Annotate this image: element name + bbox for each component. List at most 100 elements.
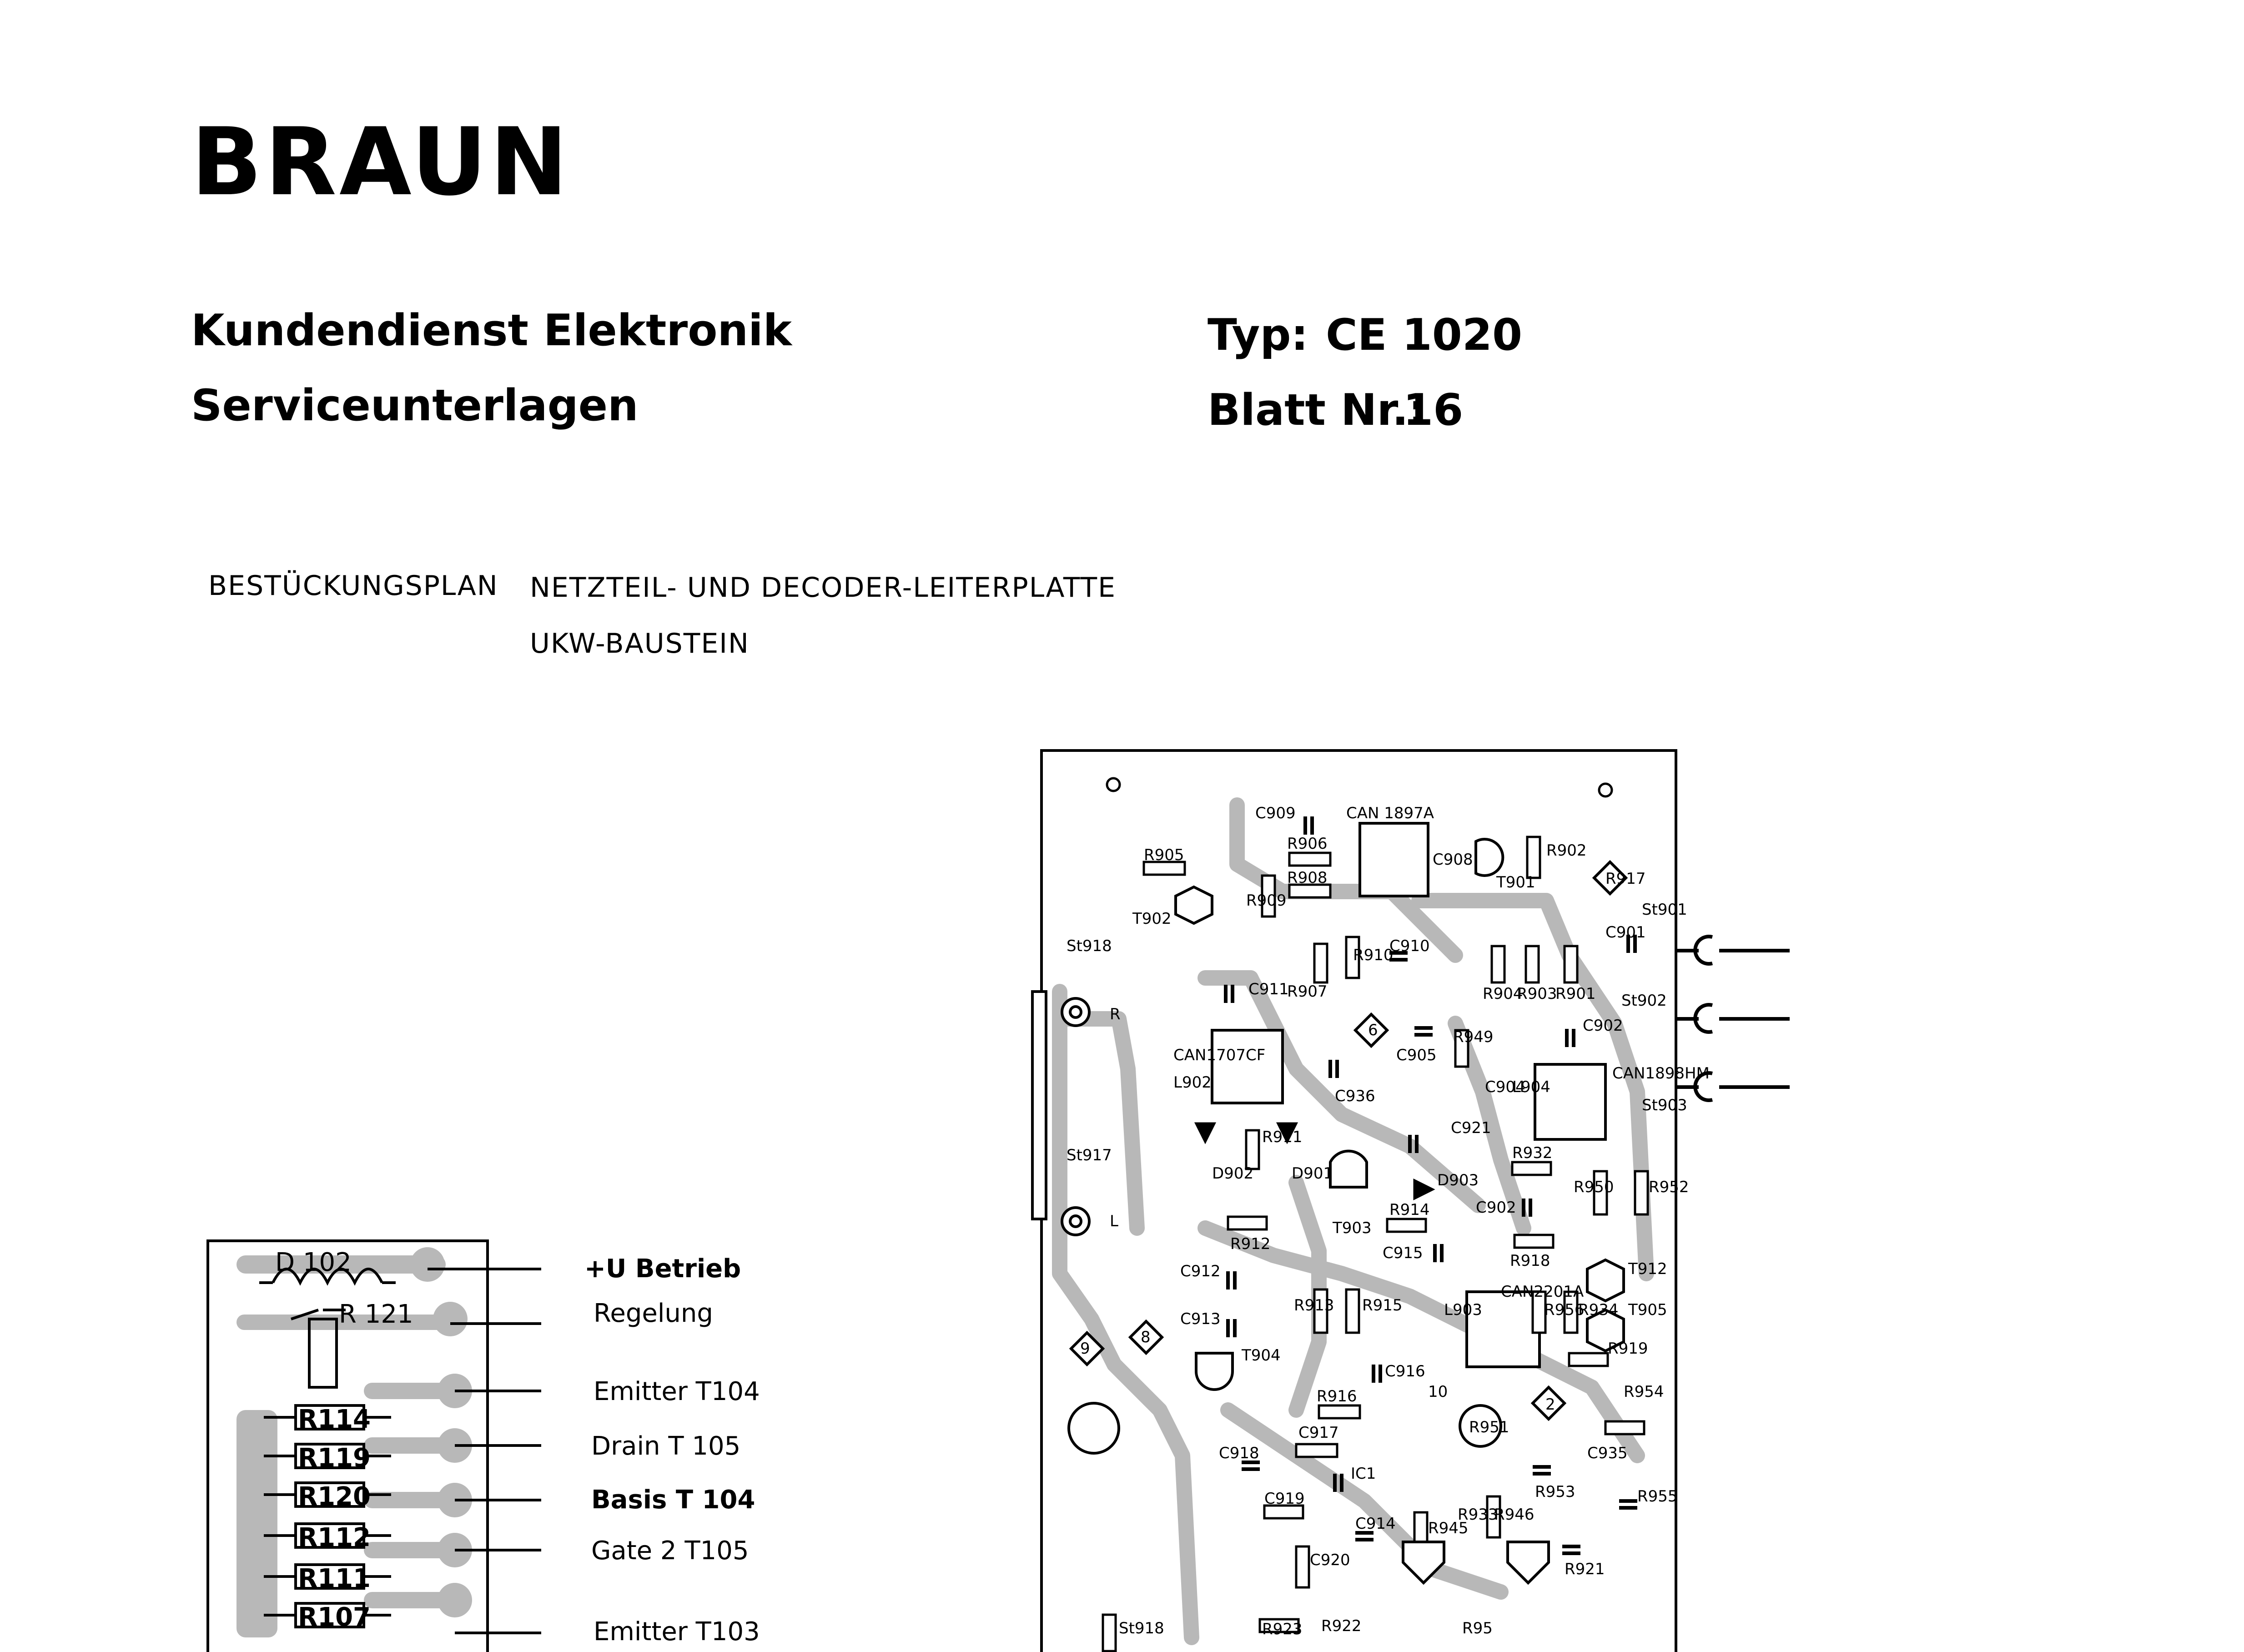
dlabel: St918 — [1119, 1619, 1164, 1637]
label-r120: R120 — [298, 1482, 371, 1511]
dlabel: C905 — [1396, 1046, 1437, 1064]
dlabel: 8 — [1141, 1328, 1151, 1346]
dlabel: R954 — [1624, 1383, 1664, 1401]
dlabel: CAN2201A — [1501, 1283, 1584, 1301]
label-r107: R107 — [298, 1602, 371, 1632]
dlabel: R905 — [1144, 846, 1184, 864]
dlabel: R913 — [1294, 1296, 1334, 1315]
dlabel: R953 — [1535, 1483, 1575, 1501]
dlabel: L902 — [1173, 1073, 1212, 1092]
dlabel: T904 — [1242, 1346, 1281, 1365]
dlabel: C902 — [1583, 1017, 1623, 1035]
caption-line-2: UKW-BAUSTEIN — [530, 628, 750, 660]
dlabel: C904 — [1485, 1078, 1525, 1096]
dlabel: 10 — [1428, 1383, 1448, 1401]
dlabel: R921 — [1565, 1560, 1605, 1578]
ukw-module-board — [206, 1239, 541, 1652]
dlabel: 2 — [1545, 1395, 1555, 1414]
dlabel: C920 — [1310, 1551, 1350, 1569]
dlabel: C919 — [1264, 1490, 1305, 1508]
dlabel: R933 — [1458, 1506, 1498, 1524]
dlabel: R949 — [1453, 1028, 1494, 1046]
conn-u-betrieb: +U Betrieb — [584, 1254, 741, 1284]
dlabel: St917 — [1067, 1146, 1112, 1164]
dlabel: R932 — [1512, 1144, 1553, 1162]
label-r112: R112 — [298, 1523, 371, 1552]
type-label: Typ: — [1208, 310, 1308, 360]
dlabel: C916 — [1385, 1362, 1425, 1380]
dlabel: C912 — [1180, 1262, 1221, 1280]
dlabel: R912 — [1230, 1235, 1271, 1253]
label-d102: D 102 — [275, 1248, 352, 1277]
dlabel: St918 — [1067, 937, 1112, 955]
dlabel: 9 — [1080, 1340, 1090, 1358]
conn-basis-t104: Basis T 104 — [591, 1485, 755, 1515]
dlabel: 6 — [1368, 1021, 1378, 1039]
dlabel: C918 — [1219, 1444, 1259, 1462]
label-r111: R111 — [298, 1564, 371, 1593]
dlabel: R904 — [1483, 985, 1523, 1003]
dlabel: R906 — [1287, 835, 1328, 853]
brand-logo: BRAUN — [191, 108, 571, 217]
dlabel: R908 — [1287, 869, 1328, 887]
dlabel: R955 — [1637, 1487, 1678, 1506]
dlabel: R952 — [1649, 1178, 1689, 1196]
conn-drain-t105: Drain T 105 — [591, 1431, 741, 1461]
dlabel: R902 — [1546, 841, 1587, 860]
label-r114: R114 — [298, 1405, 371, 1434]
dlabel: C908 — [1433, 851, 1473, 869]
dlabel: St903 — [1642, 1096, 1687, 1114]
dlabel: C914 — [1355, 1515, 1396, 1533]
dlabel: R923 — [1262, 1620, 1303, 1638]
dlabel: R901 — [1555, 985, 1596, 1003]
dlabel: T905 — [1628, 1301, 1667, 1319]
dlabel: R946 — [1494, 1506, 1535, 1524]
dlabel: L — [1110, 1212, 1118, 1230]
dlabel: CAN 1897A — [1346, 804, 1434, 822]
conn-gate2-t105: Gate 2 T105 — [591, 1536, 749, 1566]
dlabel: C902 — [1476, 1199, 1516, 1217]
dlabel: L903 — [1444, 1301, 1482, 1319]
dlabel: St902 — [1621, 992, 1667, 1010]
dlabel: R95 — [1462, 1619, 1493, 1637]
sheet-label: Blatt Nr.: — [1208, 385, 1426, 435]
dlabel: C935 — [1587, 1444, 1628, 1462]
dlabel: C917 — [1298, 1424, 1339, 1442]
label-r119: R119 — [298, 1443, 371, 1473]
documents-title: Serviceunterlagen — [191, 381, 639, 431]
caption-label: BESTÜCKUNGSPLAN — [208, 570, 498, 602]
dlabel: C911 — [1248, 980, 1289, 998]
dlabel: D901 — [1292, 1164, 1333, 1183]
dlabel: T903 — [1333, 1219, 1372, 1237]
dlabel: C915 — [1383, 1244, 1423, 1262]
dlabel: T902 — [1132, 910, 1172, 928]
dlabel: R915 — [1362, 1296, 1403, 1315]
dlabel: R916 — [1317, 1387, 1357, 1405]
dlabel: R919 — [1608, 1340, 1648, 1358]
dlabel: R910 — [1353, 946, 1394, 964]
conn-regelung: Regelung — [594, 1299, 713, 1328]
label-r121: R 121 — [339, 1299, 413, 1329]
dlabel: C909 — [1255, 804, 1296, 822]
dlabel: R — [1110, 1005, 1121, 1023]
dlabel: T912 — [1628, 1260, 1667, 1278]
sheet-value: 16 — [1403, 385, 1464, 435]
caption-line-1: NETZTEIL- UND DECODER-LEITERPLATTE — [530, 572, 1117, 604]
dlabel: IC1 — [1351, 1465, 1376, 1483]
dlabel: R909 — [1246, 891, 1287, 910]
dlabel: C901 — [1605, 923, 1646, 942]
dlabel: C921 — [1451, 1119, 1491, 1137]
dlabel: T901 — [1496, 873, 1535, 891]
dlabel: R907 — [1287, 982, 1328, 1001]
dlabel: D902 — [1212, 1164, 1254, 1183]
dlabel: R917 — [1605, 870, 1646, 888]
conn-emitter-t103: Emitter T103 — [594, 1617, 760, 1647]
dlabel: R951 — [1469, 1418, 1509, 1436]
dlabel: R945 — [1428, 1519, 1469, 1537]
dlabel: CAN1707CF — [1173, 1046, 1266, 1064]
dlabel: C910 — [1389, 937, 1430, 955]
dlabel: CAN1898HM — [1612, 1064, 1710, 1083]
department-title: Kundendienst Elektronik — [191, 306, 792, 356]
dlabel: R934 — [1578, 1301, 1619, 1319]
